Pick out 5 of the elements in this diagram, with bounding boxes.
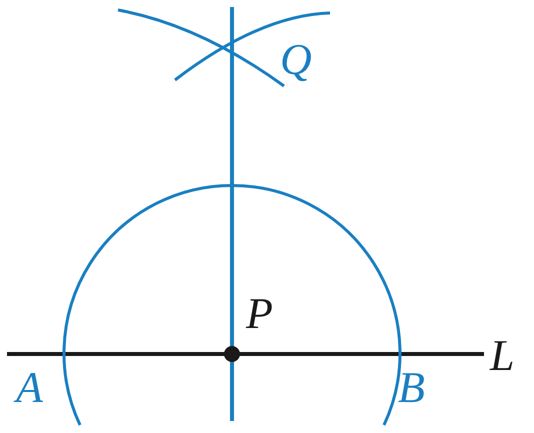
point-label: Q bbox=[280, 38, 312, 82]
point-label: A bbox=[16, 366, 43, 410]
line-label: L bbox=[490, 334, 514, 378]
point-label: B bbox=[398, 366, 425, 410]
point-label: P bbox=[246, 292, 273, 336]
